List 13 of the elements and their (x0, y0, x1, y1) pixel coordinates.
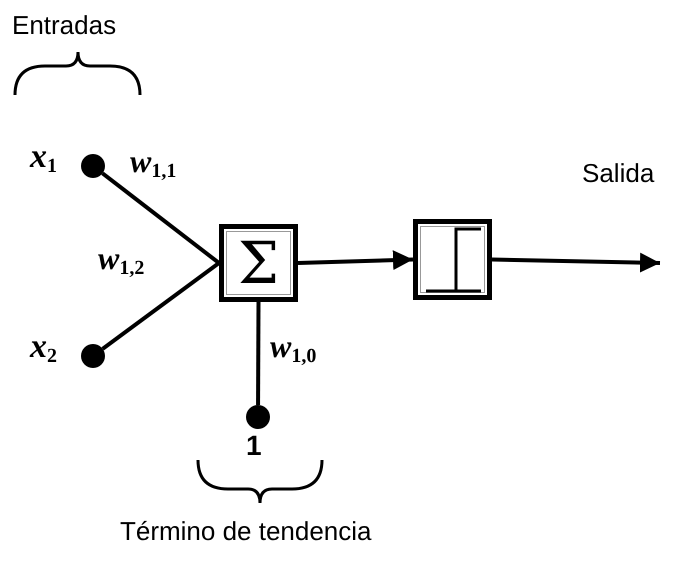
input-label: x$_{2}$ (30, 330, 57, 364)
arrow (298, 250, 414, 270)
group-label: Término de tendencia (120, 518, 372, 544)
group-label: Entradas (12, 12, 116, 38)
step-function-box (413, 219, 492, 300)
arrow (492, 252, 660, 273)
connector-line (101, 261, 220, 350)
summation-box (219, 224, 298, 302)
connector-line (101, 172, 220, 265)
connector-line (256, 302, 260, 406)
sigma-symbol: Σ (238, 234, 279, 292)
bias-input-label: 1 (246, 432, 262, 460)
input-label: x$_{1}$ (30, 140, 57, 174)
